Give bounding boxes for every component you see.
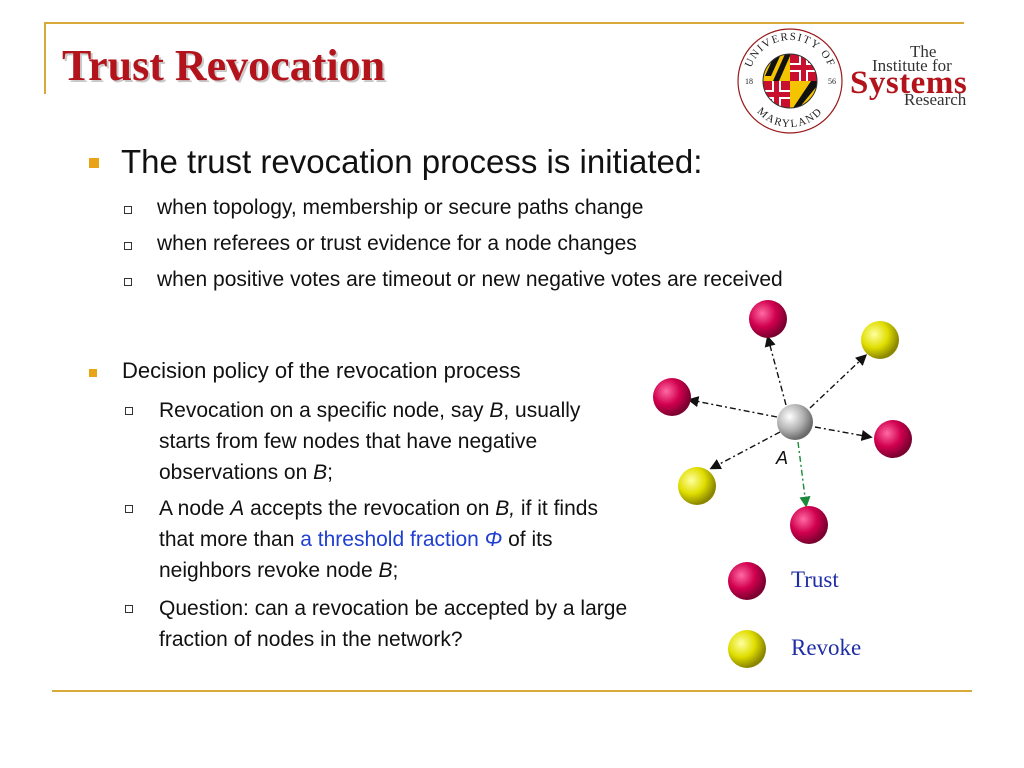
edge-to-top-right-node: [809, 354, 868, 409]
sub-bullet-marker: [125, 605, 133, 613]
bullet-marker: [89, 369, 97, 377]
center-node-label: A: [775, 448, 788, 468]
highlight-run: a threshold fraction: [300, 528, 485, 551]
bullet-2-text: Decision policy of the revocation proces…: [122, 358, 521, 383]
edge-to-bottom-left-node: [709, 431, 781, 470]
text-run: accepts the revocation on: [244, 497, 496, 520]
bottom-rule: [52, 690, 972, 692]
edge-to-right-node: [814, 426, 873, 442]
isr-logo-line2: Institute for: [872, 56, 952, 75]
left-rule: [44, 22, 46, 94]
legend-trust-swatch: [728, 562, 766, 600]
bullet-marker: [89, 158, 99, 168]
bullet-2-sub-1: Revocation on a specific node, say B, us…: [159, 395, 631, 488]
text-run: if it finds that more than: [159, 497, 598, 551]
revoke-node: [861, 321, 899, 359]
italic-run: B: [313, 461, 328, 484]
phi-symbol: Φ: [484, 528, 503, 551]
svg-text:18: 18: [745, 77, 753, 86]
sub-bullet-marker: [125, 407, 133, 415]
bullet-2-sub-3: Question: can a revocation be accepted b…: [159, 597, 628, 651]
sub-bullet-marker: [124, 242, 132, 250]
center-node-a: [777, 404, 813, 440]
trust-node: [790, 506, 828, 544]
trust-node: [874, 420, 912, 458]
isr-logo-line3: Systems: [850, 65, 968, 101]
edge-to-left-node: [687, 396, 778, 418]
bullet-1-sub-3: when positive votes are timeout or new n…: [157, 268, 783, 291]
edge-to-top-node: [764, 335, 787, 406]
text-run: Revocation on a specific node, say: [159, 399, 490, 422]
sub-bullet-marker: [125, 505, 133, 513]
trust-node: [653, 378, 691, 416]
italic-run: B,: [495, 497, 516, 520]
sub-bullet-marker: [124, 206, 132, 214]
isr-logo-line4: Research: [904, 90, 967, 109]
trust-network-diagram: A: [653, 300, 912, 544]
legend-revoke-swatch: [728, 630, 766, 668]
text-run: ;: [392, 559, 399, 582]
slide-title: Trust Revocation: [62, 41, 386, 90]
isr-logo-line1: The: [910, 42, 937, 61]
text-run: A node: [159, 497, 231, 520]
university-of-maryland-seal-logo: UNIVERSITY OF MARYLAND 18 56: [737, 28, 843, 134]
legend-revoke-label: Revoke: [791, 635, 862, 660]
top-rule: [44, 22, 964, 24]
svg-text:56: 56: [828, 77, 836, 86]
bullet-2-sub-2: A node A accepts the revocation on B, if…: [159, 493, 637, 586]
trust-node: [749, 300, 787, 338]
edge-to-bottom-node: [797, 441, 811, 508]
bullet-1-sub-2: when referees or trust evidence for a no…: [157, 232, 637, 255]
italic-run: B: [378, 559, 393, 582]
bullet-1-sub-1: when topology, membership or secure path…: [157, 196, 644, 219]
sub-bullet-marker: [124, 278, 132, 286]
italic-run: A: [230, 497, 245, 520]
text-run: , usually starts from few nodes that hav…: [159, 399, 581, 484]
bullet-1-text: The trust revocation process is initiate…: [121, 143, 703, 180]
italic-run: B: [489, 399, 504, 422]
text-run: ;: [327, 461, 333, 484]
text-run: of its neighbors revoke node: [159, 528, 553, 582]
institute-for-systems-research-logo: The Institute for Systems Research: [848, 42, 998, 110]
legend-trust-label: Trust: [791, 567, 839, 592]
revoke-node: [678, 467, 716, 505]
